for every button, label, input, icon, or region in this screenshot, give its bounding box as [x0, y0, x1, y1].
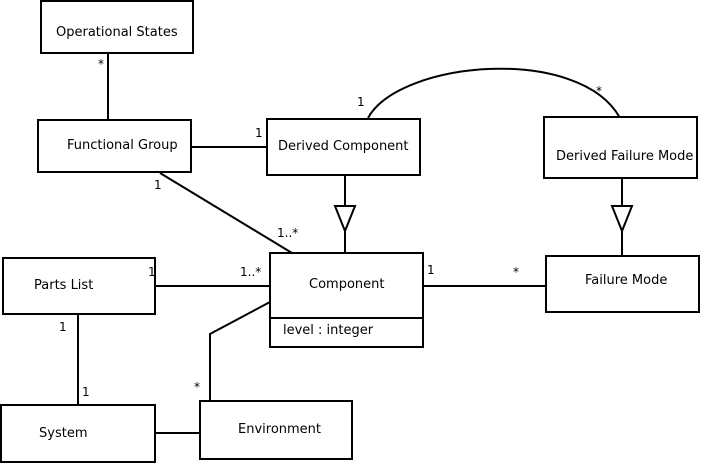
multiplicity-label: 1 — [255, 126, 263, 140]
functional-group-component-edge — [159, 172, 293, 254]
multiplicity-label: * — [596, 84, 602, 98]
class-name: Component — [309, 277, 384, 292]
multiplicity-label: 1 — [154, 178, 162, 192]
class-name: Derived Component — [278, 139, 409, 154]
multiplicity-label: 1 — [148, 265, 156, 279]
class-name: Environment — [238, 422, 321, 437]
multiplicity-label: * — [513, 265, 519, 279]
class-name: Parts List — [34, 278, 93, 293]
multiplicity-label: 1 — [59, 320, 67, 334]
class-name: Operational States — [56, 25, 178, 40]
multiplicity-label: 1..* — [277, 226, 298, 240]
multiplicity-label: 1 — [427, 263, 435, 277]
multiplicity-label: * — [194, 380, 200, 394]
class-system: System — [0, 404, 156, 463]
class-name: Failure Mode — [585, 273, 667, 288]
class-name: Derived Failure Mode — [556, 149, 693, 164]
dc-generalization-arrowhead — [333, 205, 357, 234]
class-parts-list: Parts List — [2, 257, 156, 315]
class-name: System — [39, 426, 87, 441]
class-failure-mode: Failure Mode — [545, 255, 700, 313]
multiplicity-label: * — [98, 57, 104, 71]
class-functional-group: Functional Group — [37, 119, 192, 173]
class-component: Component level : integer — [269, 252, 424, 348]
multiplicity-label: 1 — [357, 95, 365, 109]
class-environment: Environment — [199, 400, 353, 460]
multiplicity-label: 1..* — [240, 265, 261, 279]
dfm-generalization-arrowhead — [610, 205, 634, 234]
derived-component-derived-failure-mode-arc — [367, 67, 621, 119]
class-attribute: level : integer — [283, 323, 374, 338]
component-environment-edge — [209, 301, 271, 401]
class-derived-failure-mode: Derived Failure Mode — [543, 116, 698, 179]
class-operational-states: Operational States — [40, 0, 194, 54]
multiplicity-label: 1 — [82, 385, 90, 399]
class-derived-component: Derived Component — [266, 118, 421, 176]
class-name: Functional Group — [67, 138, 178, 153]
